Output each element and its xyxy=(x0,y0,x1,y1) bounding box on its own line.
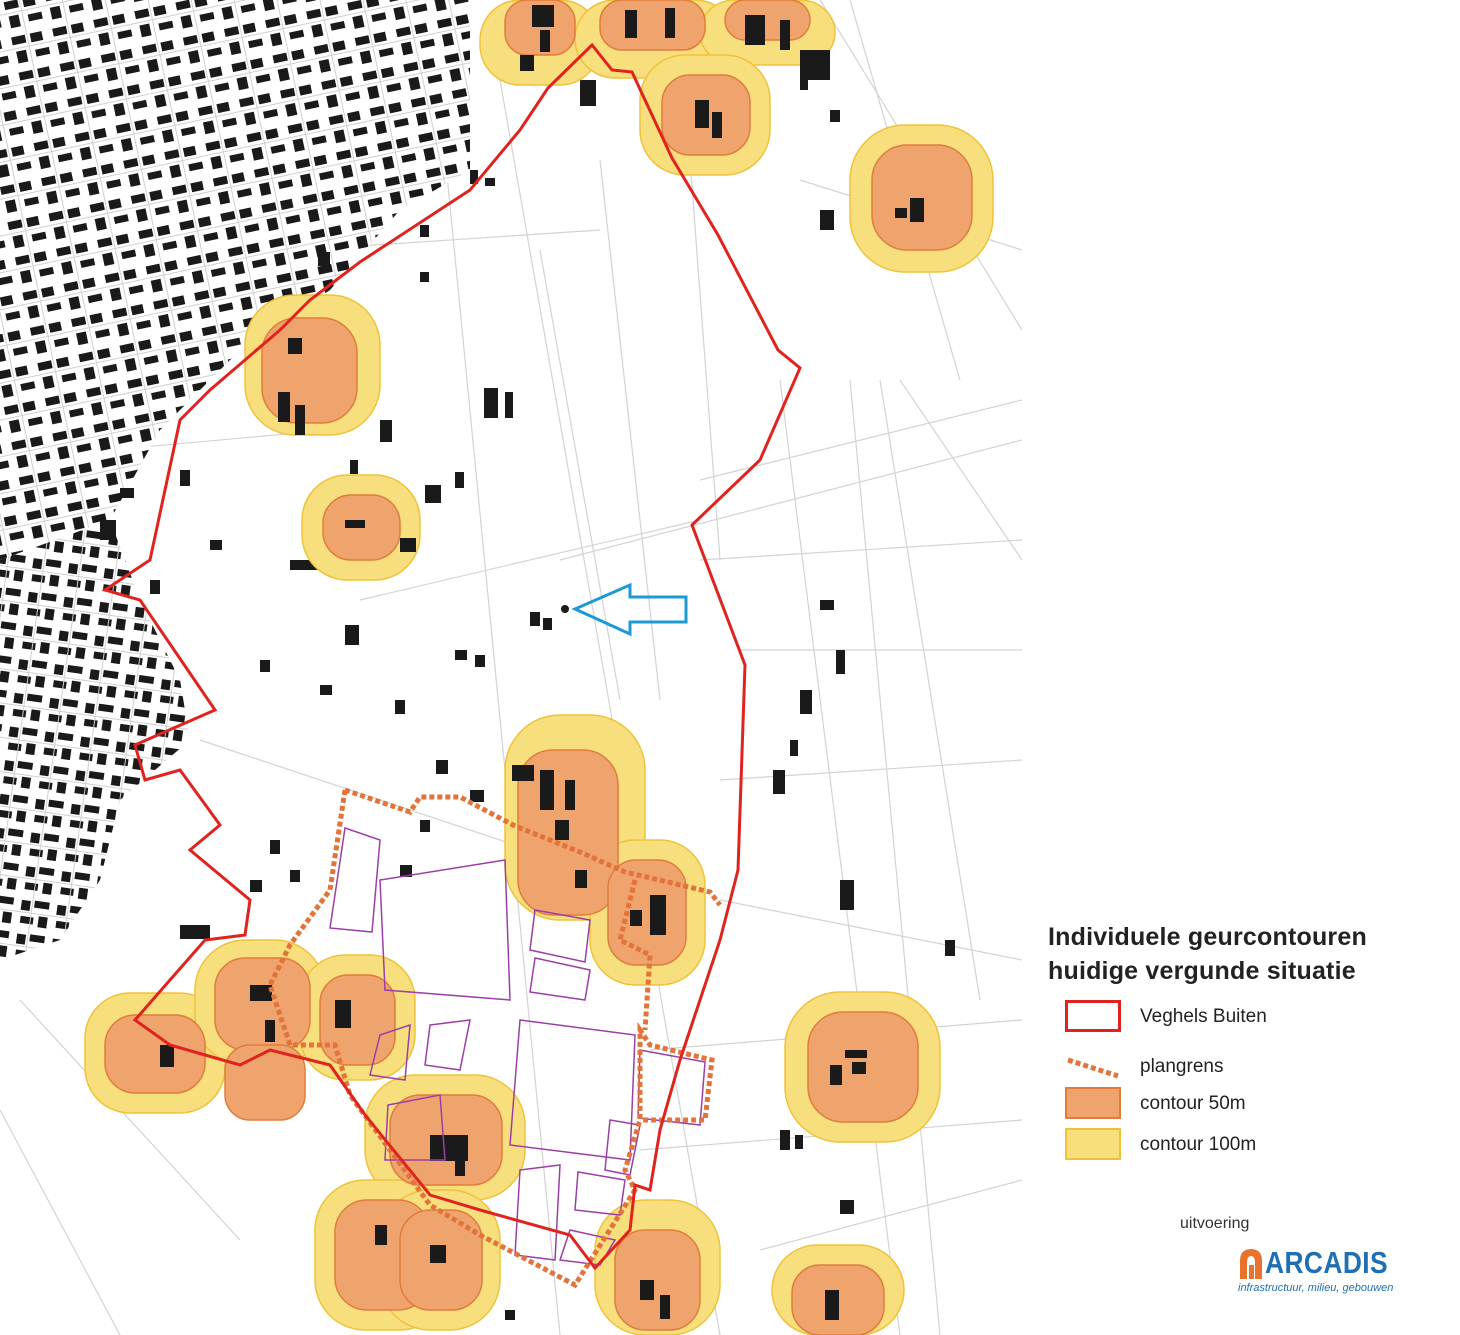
brand-name: ARCADIS xyxy=(1265,1245,1389,1280)
odour-contour-map xyxy=(0,0,1022,1335)
legend-label: plangrens xyxy=(1140,1056,1224,1077)
credit-label: uitvoering xyxy=(1180,1215,1250,1232)
orange-fill-swatch xyxy=(1065,1087,1121,1119)
legend-title-line-2: huidige vergunde situatie xyxy=(1048,957,1356,985)
parcel-lines xyxy=(0,0,1022,1335)
legend-title-line-1: Individuele geurcontouren xyxy=(1048,923,1367,951)
location-dot xyxy=(561,605,569,613)
veghels-buiten-boundary xyxy=(101,42,802,1271)
legend-label: Veghels Buiten xyxy=(1140,1006,1267,1027)
location-pointer xyxy=(561,582,688,637)
yellow-fill-swatch xyxy=(1065,1128,1121,1160)
farm-buildings xyxy=(160,5,924,1320)
urban-area-west xyxy=(0,520,190,960)
map-legend: Individuele geurcontouren huidige vergun… xyxy=(1030,915,1430,1215)
legend-label: contour 50m xyxy=(1140,1093,1246,1114)
blue-arrow-icon xyxy=(571,582,688,637)
red-outline-swatch xyxy=(1065,1000,1121,1032)
dashed-line-swatch xyxy=(1067,1057,1119,1079)
brand-tagline: infrastructuur, milieu, gebouwen xyxy=(1238,1282,1394,1294)
legend-label: contour 100m xyxy=(1140,1134,1257,1155)
plangrens-line xyxy=(267,787,722,1289)
credit-block: uitvoering ARCADIS infrastructuur, milie… xyxy=(1180,1215,1420,1305)
arcadis-logo-icon xyxy=(1240,1249,1262,1279)
urban-area-north xyxy=(0,0,470,560)
